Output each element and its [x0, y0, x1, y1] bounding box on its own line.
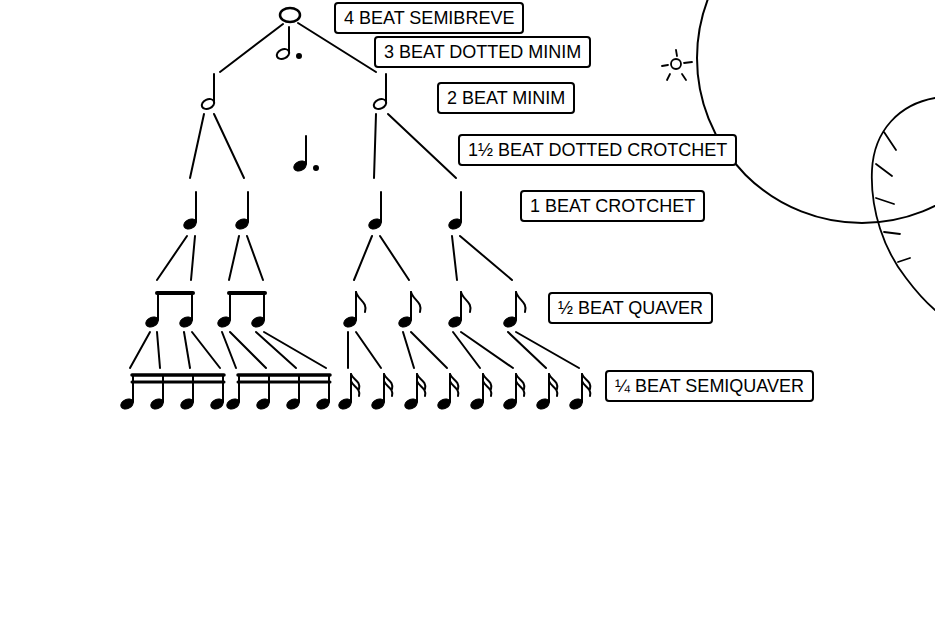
minim-note	[372, 74, 388, 111]
label-text: 3 BEAT DOTTED MINIM	[384, 42, 581, 62]
semibreve-label: 4 BEAT SEMIBREVE	[334, 2, 524, 34]
label-text: 4 BEAT SEMIBREVE	[344, 8, 514, 28]
quaver-note	[144, 292, 525, 329]
minim-label: 2 BEAT MINIM	[437, 82, 575, 114]
crotchet-label: 1 BEAT CROTCHET	[520, 190, 705, 222]
semiquaver-note	[119, 375, 331, 411]
dotted-crotchet-label: 1½ BEAT DOTTED CROTCHET	[458, 134, 737, 166]
hair-doodle	[872, 98, 935, 310]
semiquaver-label: ¼ BEAT SEMIQUAVER	[605, 370, 814, 402]
semiquaver-note	[337, 374, 590, 411]
semibreve-note	[280, 8, 300, 22]
doodle-arc	[697, 0, 935, 223]
minim-note	[200, 74, 216, 111]
branch-line	[190, 114, 456, 178]
crotchet-note	[182, 192, 463, 231]
branch-line	[130, 332, 579, 368]
branch-line	[220, 24, 283, 72]
label-text: 2 BEAT MINIM	[447, 88, 565, 108]
dotted-minim-label: 3 BEAT DOTTED MINIM	[374, 36, 591, 68]
quaver-label: ½ BEAT QUAVER	[548, 292, 713, 324]
dotted-crotchet-note	[292, 136, 318, 173]
label-text: 1 BEAT CROTCHET	[530, 196, 695, 216]
sun-symbol	[662, 50, 692, 80]
branch-line	[157, 236, 512, 280]
label-text: ½ BEAT QUAVER	[558, 298, 703, 318]
label-text: ¼ BEAT SEMIQUAVER	[615, 376, 804, 396]
label-text: 1½ BEAT DOTTED CROTCHET	[468, 140, 727, 160]
dotted-minim-note	[275, 27, 301, 61]
